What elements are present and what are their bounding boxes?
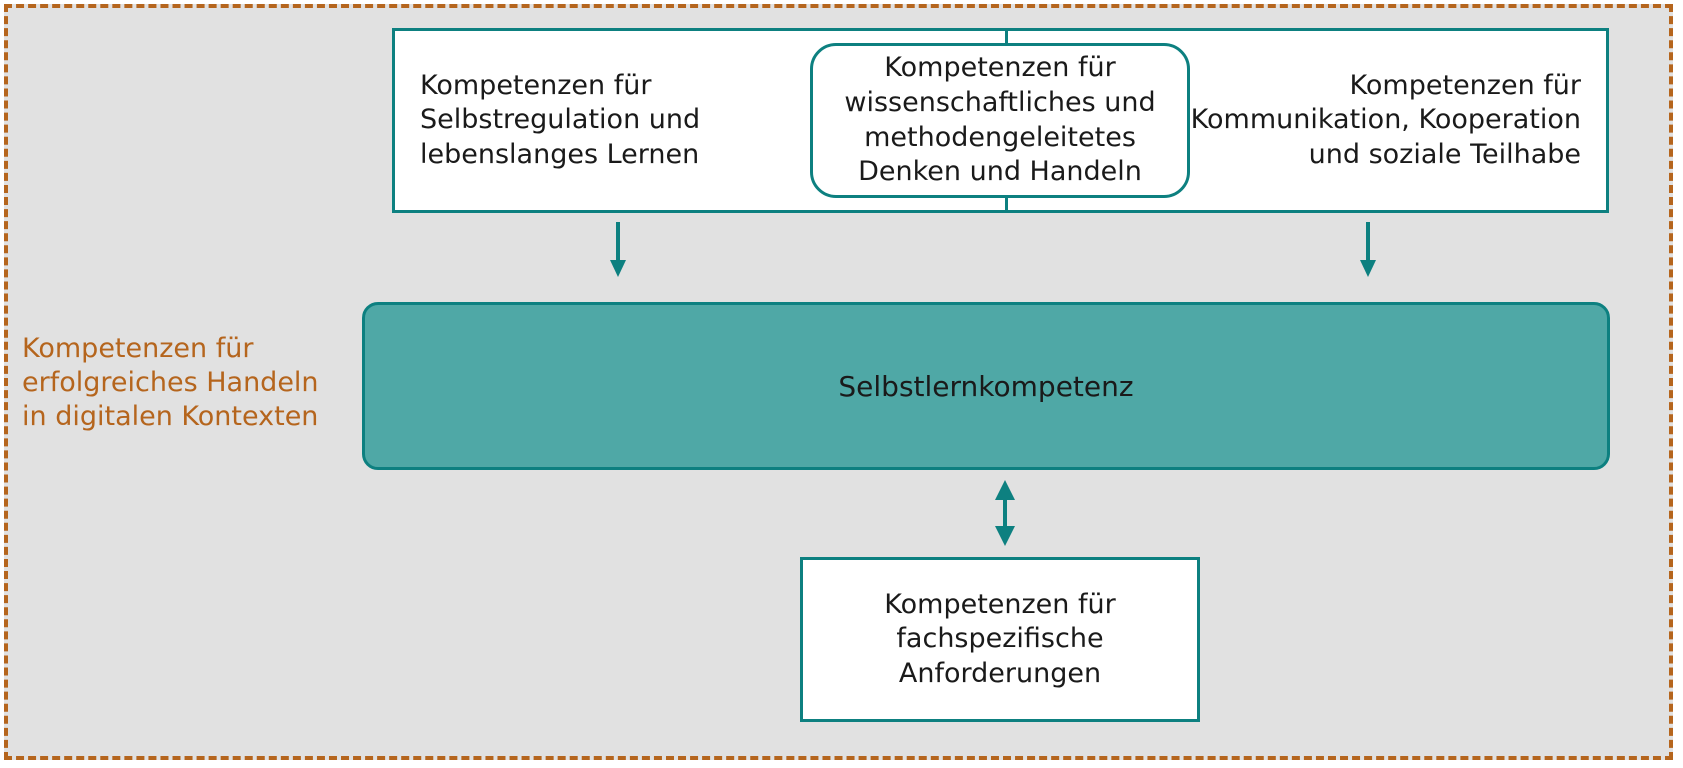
node-fachspezifische-anforderungen: Kompetenzen für fachspezifische Anforder… bbox=[800, 557, 1200, 722]
left-caption-label: Kompetenzen für erfolgreiches Handeln in… bbox=[22, 333, 319, 433]
node-kommunikation-label: Kompetenzen für Kommunikation, Kooperati… bbox=[1190, 69, 1581, 170]
node-selbstlernkompetenz-label: Selbstlernkompetenz bbox=[838, 369, 1134, 403]
arrow-down-icon-left bbox=[605, 222, 631, 282]
node-fachspezifische-anforderungen-label: Kompetenzen für fachspezifische Anforder… bbox=[884, 588, 1116, 689]
arrow-down-icon-right bbox=[1355, 222, 1381, 282]
node-selbstregulation-label: Kompetenzen für Selbstregulation und leb… bbox=[420, 69, 701, 170]
arrow-up-down-icon bbox=[990, 478, 1020, 548]
node-selbstlernkompetenz: Selbstlernkompetenz bbox=[362, 302, 1610, 470]
node-wissenschaftliches-denken: Kompetenzen für wissenschaftliches und m… bbox=[810, 43, 1190, 198]
node-wissenschaftliches-denken-label: Kompetenzen für wissenschaftliches und m… bbox=[844, 52, 1156, 188]
